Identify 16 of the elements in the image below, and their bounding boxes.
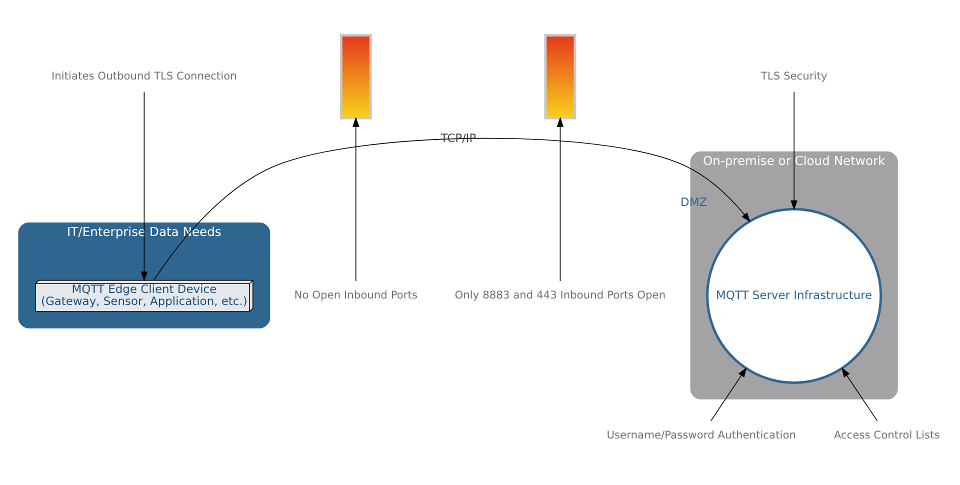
arrow	[556, 116, 564, 281]
arrow	[153, 137, 751, 280]
arrow	[841, 366, 878, 421]
node-text: Initiates Outbound TLS Connection	[52, 69, 237, 82]
arrow	[352, 116, 360, 281]
node-text: TLS Security	[760, 69, 828, 82]
node-text: Username/Password Authentication	[606, 428, 796, 442]
node-text: Only 8883 and 443 Inbound Ports Open	[454, 288, 666, 302]
node-picture	[340, 34, 372, 119]
node-picture	[544, 34, 576, 119]
arrow	[790, 90, 798, 210]
node-text: No Open Inbound Ports	[294, 288, 418, 302]
node-text: Access Control Lists	[834, 428, 940, 442]
node-circle: MQTT Server Infrastructure	[706, 207, 882, 384]
arrow	[140, 90, 148, 281]
arrow	[710, 366, 747, 421]
